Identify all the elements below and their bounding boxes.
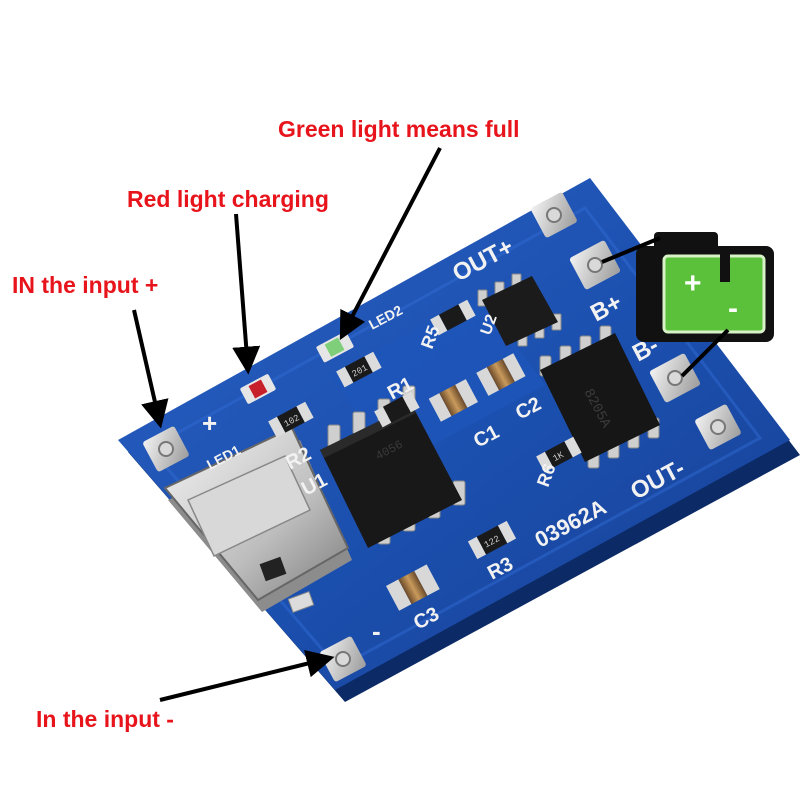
pad-in-plus [143,426,189,472]
solder-pads [143,192,741,682]
pad-b-plus [569,240,621,290]
resistor-122: 122 [467,520,517,560]
callout-input-plus: IN the input + [12,272,159,298]
resistor-r5 [430,299,476,336]
callout-green-light: Green light means full [278,116,520,142]
battery-plus-sign: + [684,267,702,300]
callout-input-minus: In the input - [36,706,174,732]
label-u2: U2 [478,312,501,337]
led1-component [240,374,276,404]
arrow-red-light [232,213,261,375]
resistor-r1 [374,391,420,428]
resistor-201: 201 [336,351,382,388]
arrow-input-plus [132,309,169,429]
ic-u2 [477,273,562,347]
ic-u1: 4056 [320,385,466,548]
resistor-r6: 1K [536,436,582,473]
ic-8205a: 8205A [539,325,660,469]
label-plus: + [202,408,217,438]
leader-battery-minus [680,328,730,378]
callout-arrows [132,147,730,702]
capacitor-c1 [428,379,478,422]
battery-icon: + - [636,232,774,342]
arrow-green-light [339,147,442,341]
resistor-1k-label: 1K [551,450,566,464]
micro-usb-connector [163,426,352,613]
capacitor-c2 [476,353,526,396]
battery-minus-sign: - [728,292,738,325]
pad-out-minus [695,404,741,450]
resistor-102: 102 [268,401,314,438]
arrow-input-minus [159,650,335,702]
label-minus: - [372,616,381,646]
pad-out-plus [531,192,577,238]
leader-battery-plus [601,236,661,264]
smd-components: 102 201 1K [240,299,582,611]
pad-b-minus [649,353,701,403]
capacitor-c3 [386,564,440,611]
callout-red-light: Red light charging [127,186,329,212]
